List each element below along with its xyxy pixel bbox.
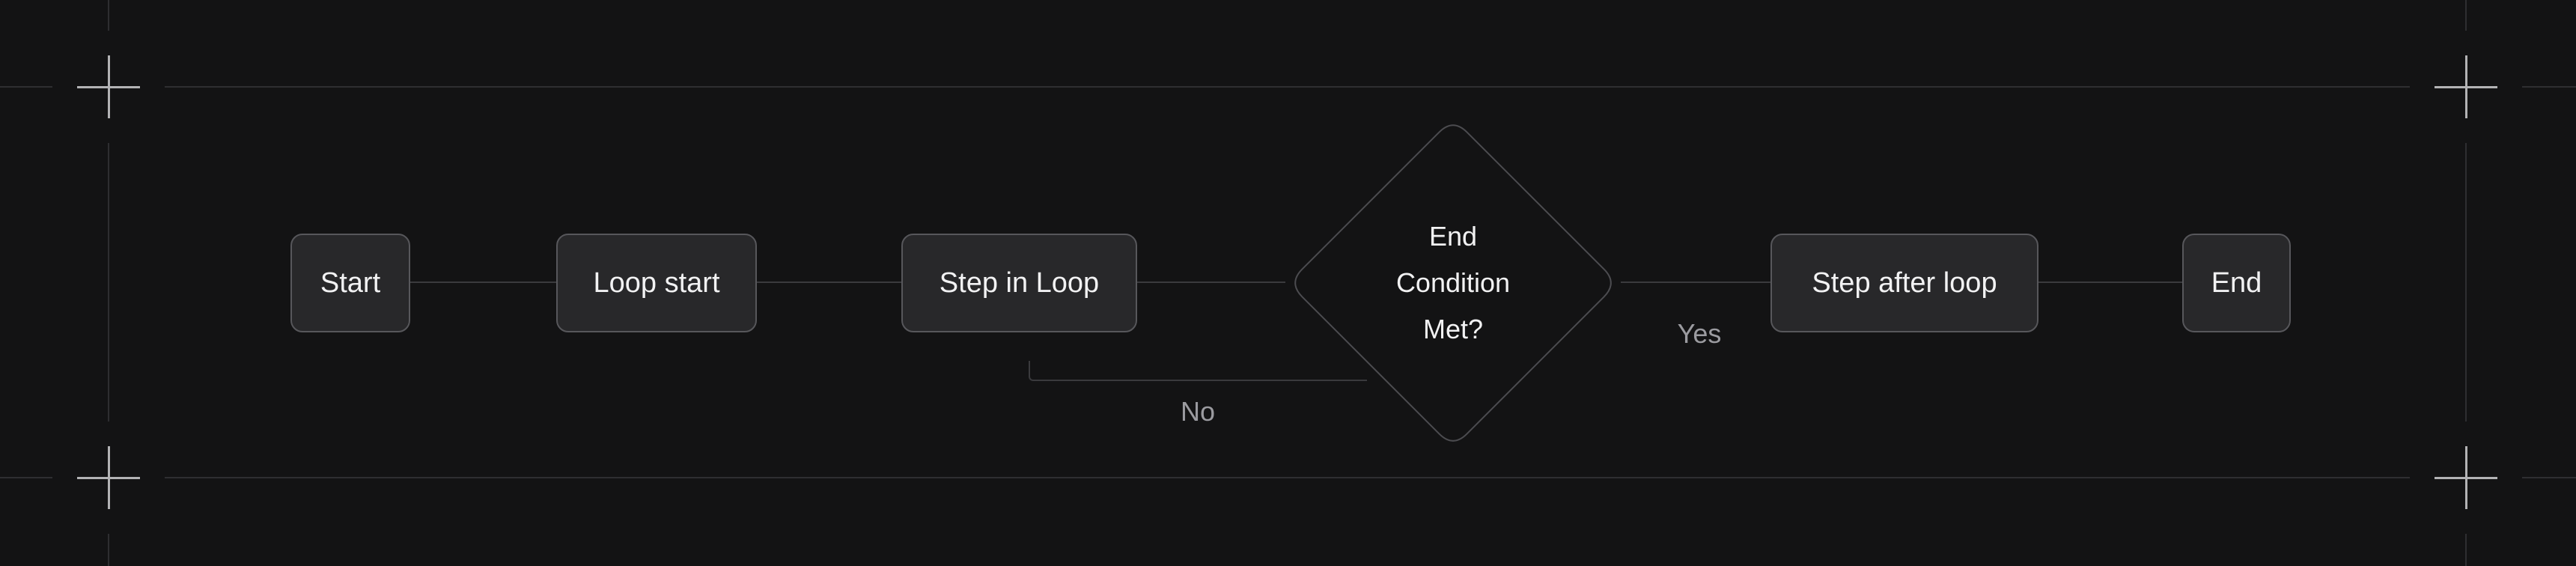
frame-guide-top	[0, 86, 2576, 88]
node-decision-label: End Condition Met?	[1288, 118, 1618, 448]
diamond-outline	[1294, 124, 1612, 442]
edge-label-no: No	[1180, 396, 1216, 427]
crop-mark-top-right	[2410, 31, 2522, 143]
frame-guide-bottom	[0, 477, 2576, 478]
edge-stepinloop-to-decision[interactable]	[1137, 282, 1285, 283]
node-label: Start	[320, 267, 381, 299]
node-start[interactable]: Start	[290, 234, 410, 332]
crop-mark-bottom-left	[52, 422, 165, 534]
decision-line: End	[1428, 221, 1478, 252]
edge-start-to-loopstart[interactable]	[410, 282, 556, 283]
crosshair-icon	[2464, 446, 2467, 509]
node-step-after-loop[interactable]: Step after loop	[1770, 234, 2038, 332]
crosshair-icon	[107, 55, 110, 118]
node-label: Loop start	[593, 267, 720, 299]
node-step-in-loop[interactable]: Step in Loop	[901, 234, 1137, 332]
edge-decision-no-loopback[interactable]	[1029, 361, 1367, 381]
node-loop-start[interactable]: Loop start	[556, 234, 757, 332]
node-label: Step in Loop	[939, 267, 1100, 299]
edge-label-yes: Yes	[1677, 318, 1722, 349]
frame-guide-left	[108, 0, 109, 566]
decision-line: Met?	[1422, 314, 1484, 344]
edge-loopstart-to-stepinloop[interactable]	[757, 282, 901, 283]
decision-line: Condition	[1395, 267, 1511, 298]
crop-mark-top-left	[52, 31, 165, 143]
edge-stepafter-to-end[interactable]	[2038, 282, 2182, 283]
node-label: End	[2211, 267, 2262, 299]
node-end[interactable]: End	[2182, 234, 2291, 332]
edge-decision-to-stepafter[interactable]	[1621, 282, 1770, 283]
crop-mark-bottom-right	[2410, 422, 2522, 534]
crosshair-icon	[107, 446, 110, 509]
node-label: Step after loop	[1812, 267, 1997, 299]
crosshair-icon	[2464, 55, 2467, 118]
frame-guide-right	[2465, 0, 2467, 566]
node-decision-diamond-shape[interactable]	[1288, 118, 1618, 448]
